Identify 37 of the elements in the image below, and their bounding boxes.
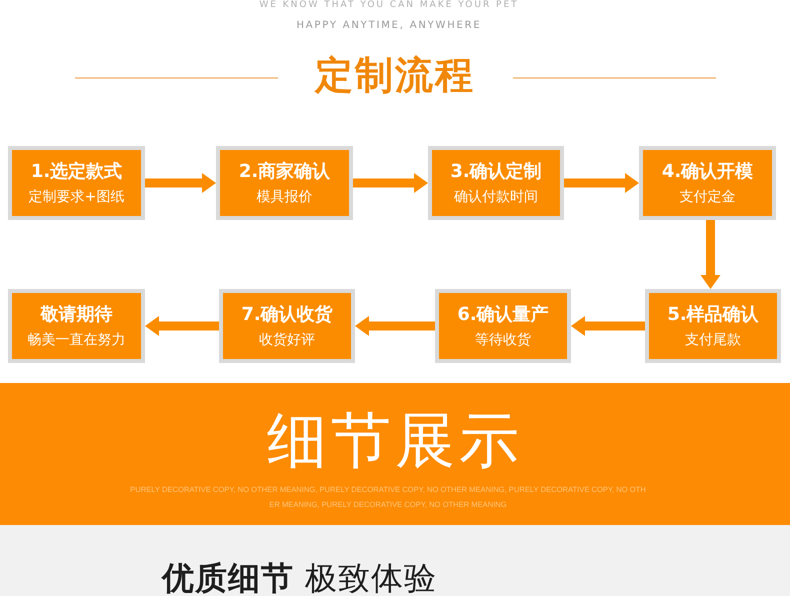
arrow (145, 316, 219, 336)
arrow (564, 173, 639, 193)
step-title: 敬请期待 (40, 302, 112, 326)
arrow (355, 316, 435, 336)
step-note: 模具报价 (256, 188, 312, 206)
step-note: 确认付款时间 (454, 188, 538, 206)
step-note: 畅美一直在努力 (28, 330, 126, 350)
step-title: 3.确认定制 (450, 160, 542, 184)
section-title: 定制流程 (315, 52, 475, 99)
banner-band (0, 383, 790, 525)
step-note: 支付尾款 (685, 330, 741, 350)
step-box (219, 289, 355, 363)
step-box (639, 146, 776, 220)
step-box (435, 289, 571, 363)
tagline-text: WE KNOW THAT YOU CAN MAKE YOUR PET (259, 0, 519, 11)
slogan-text: 优质细节 极致体验 (162, 561, 438, 595)
step-box (8, 146, 145, 220)
step-note: 支付定金 (680, 188, 736, 206)
arrow (353, 173, 428, 193)
tagline-text: HAPPY ANYTIME, ANYWHERE (296, 19, 482, 32)
step-box (428, 146, 564, 220)
step-box (645, 289, 781, 363)
banner-heading: 细节展示 (267, 405, 523, 477)
step-note: 收货好评 (259, 330, 315, 350)
step-note: 定制要求+图纸 (28, 188, 124, 206)
arrow (571, 316, 645, 336)
step-title: 1.选定款式 (30, 160, 122, 184)
step-box (8, 289, 145, 363)
arrow (700, 220, 720, 289)
step-title: 4.确认开模 (662, 160, 754, 184)
step-title: 2.商家确认 (238, 160, 330, 184)
step-title: 7.确认收货 (241, 302, 333, 326)
step-title: 6.确认量产 (457, 302, 549, 326)
arrow (145, 173, 216, 193)
step-box (216, 146, 353, 220)
step-note: 等待收货 (475, 330, 531, 350)
step-title: 5.样品确认 (667, 302, 759, 326)
